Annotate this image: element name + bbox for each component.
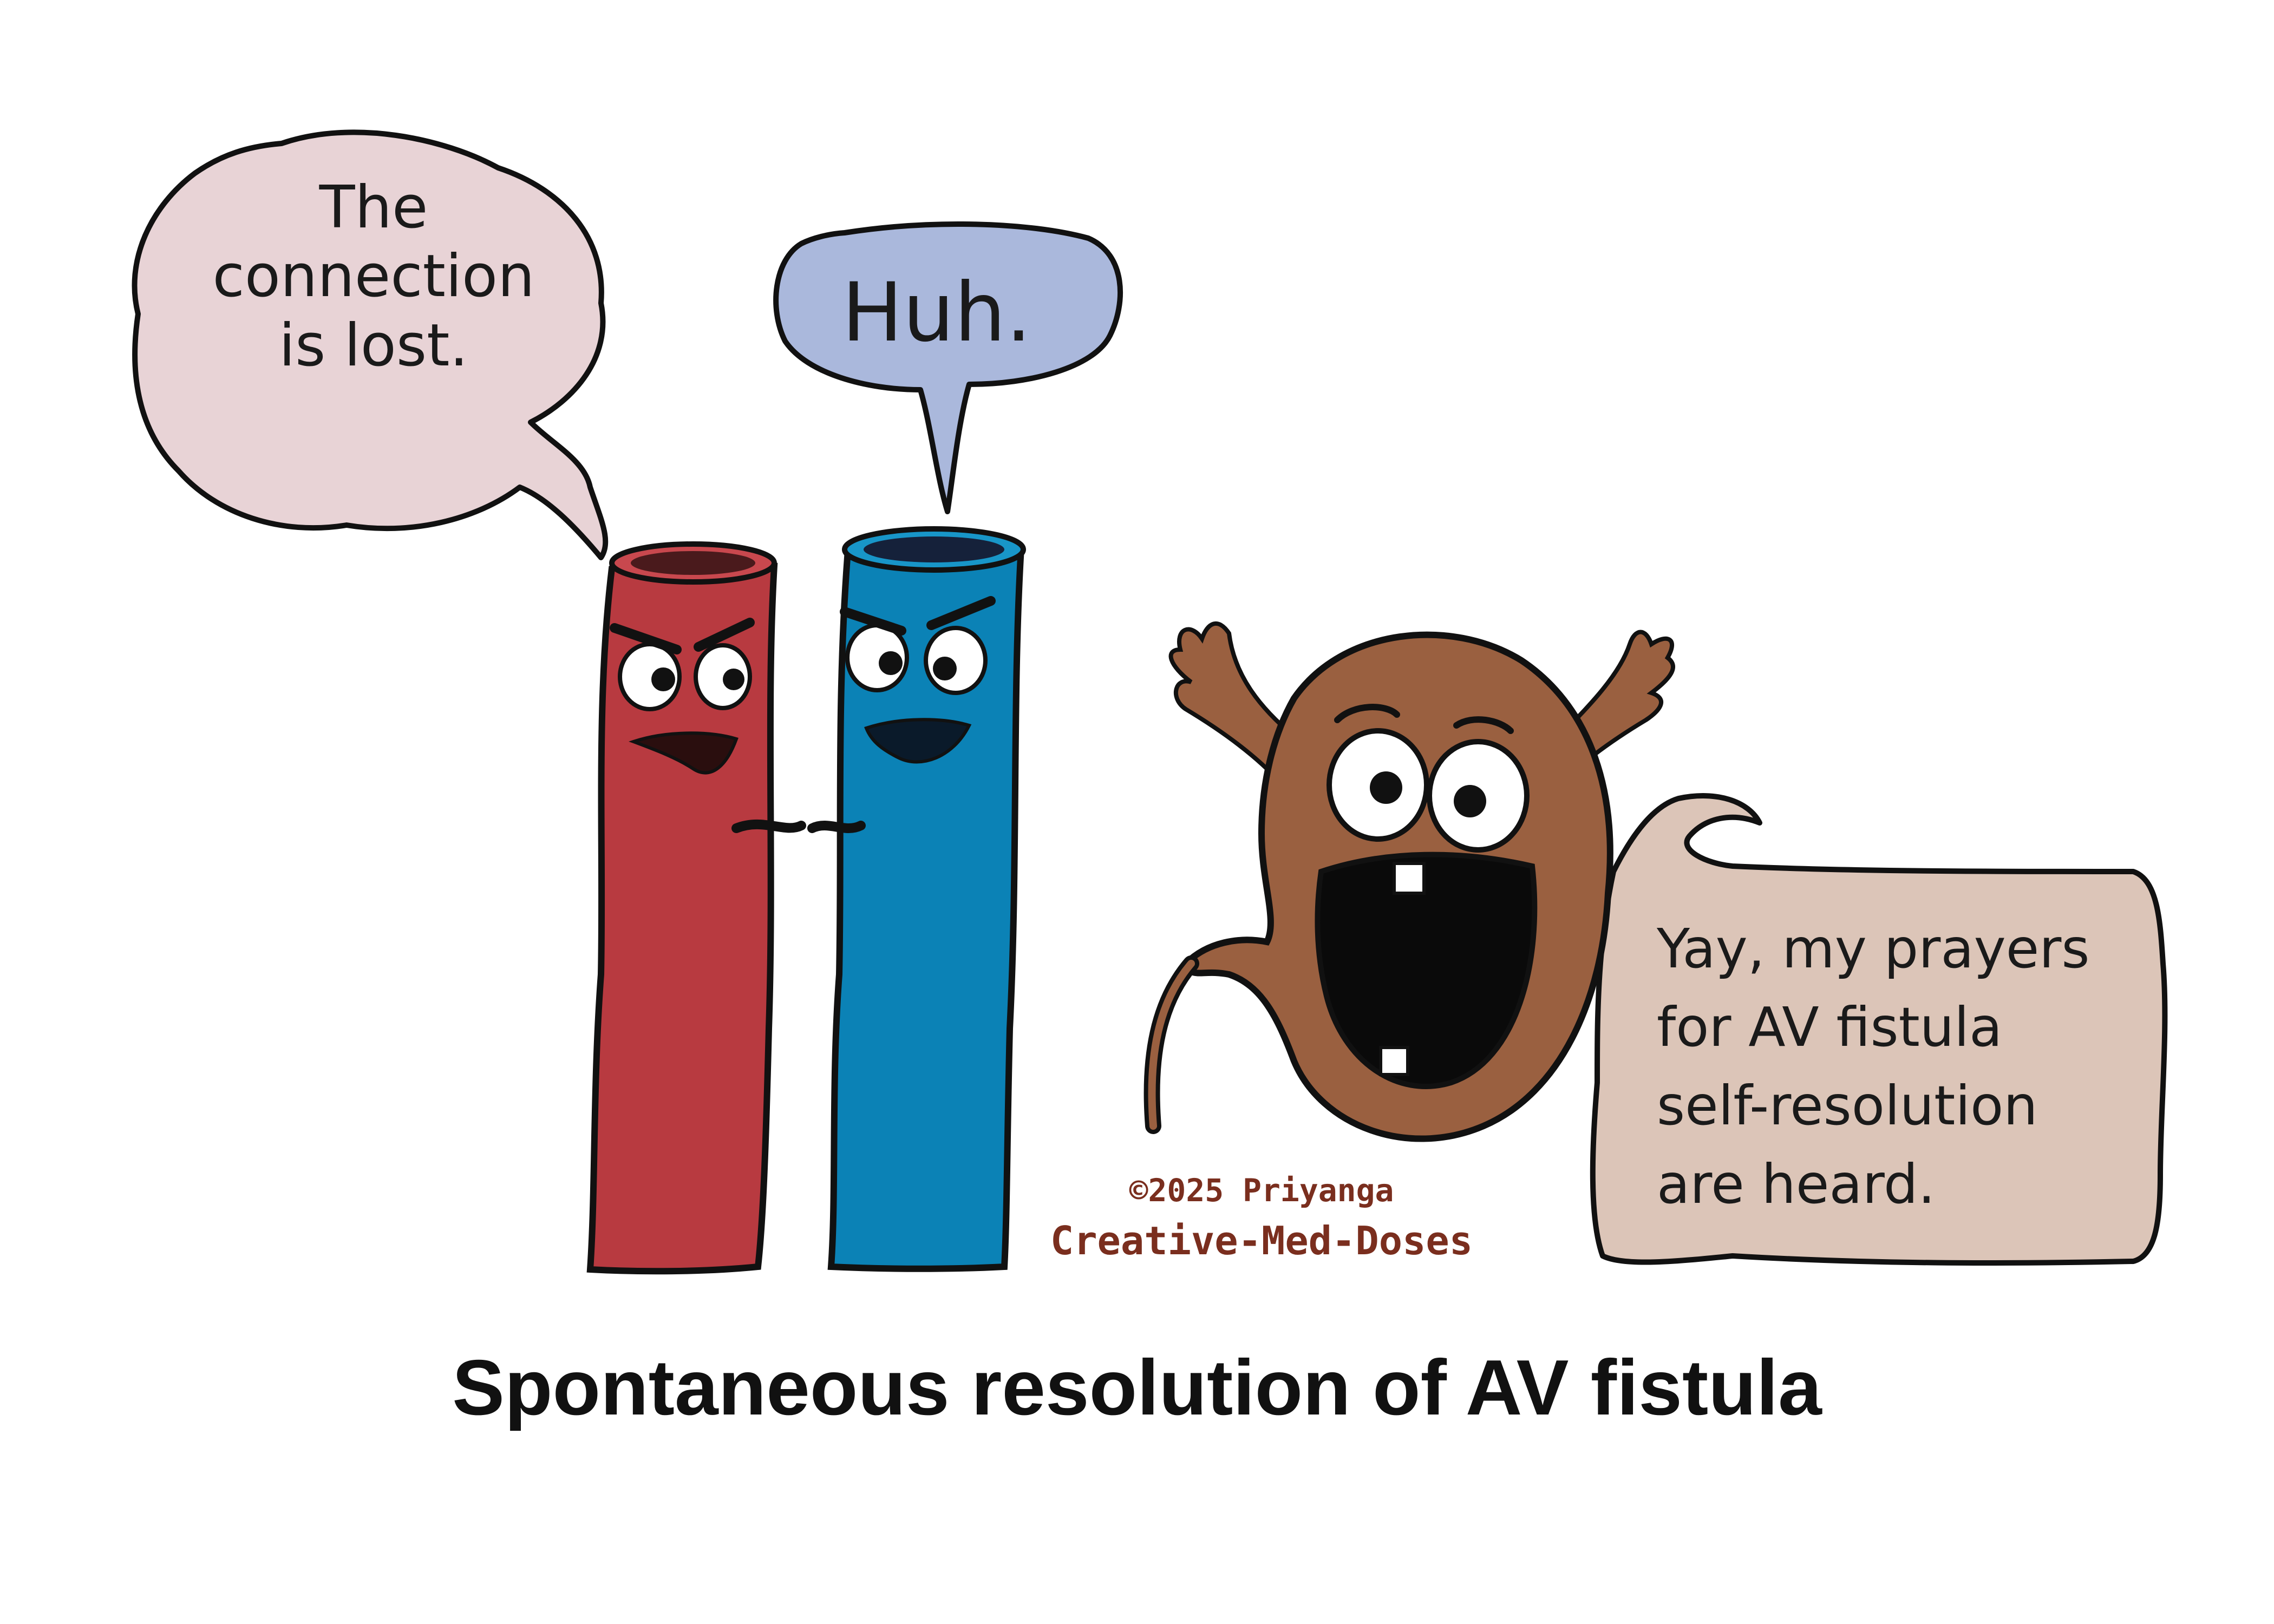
vein-bubble-line: Huh. xyxy=(841,266,1032,360)
kidney-upper-tooth xyxy=(1393,862,1426,895)
kidney-character xyxy=(1143,621,1675,1142)
vein-character xyxy=(827,526,1026,1272)
broken-connection xyxy=(731,819,866,833)
copyright-credit: ©2025 Priyanga xyxy=(1129,1172,1394,1209)
caption-title: Spontaneous resolution of AV fistula xyxy=(452,1344,1822,1431)
kidney-lower-tooth xyxy=(1379,1046,1409,1076)
artery-speech-bubble xyxy=(132,129,609,560)
artery-character xyxy=(586,541,778,1275)
vein-bubble-text: Huh. xyxy=(801,265,1072,361)
artery-mouth xyxy=(629,731,739,775)
vein-speech-bubble xyxy=(773,221,1123,514)
kidney-bubble-line: Yay, my prayers xyxy=(1657,917,2090,980)
brand-credit: Creative-Med-Doses xyxy=(1050,1218,1473,1263)
artery-bubble-line: is lost. xyxy=(279,311,468,379)
kidney-bubble-line: are heard. xyxy=(1657,1152,1936,1216)
artery-right-eye xyxy=(694,643,752,710)
kidney-bubble-text: Yay, my prayers for AV fistula self-reso… xyxy=(1657,909,2122,1223)
artery-bubble-line: connection xyxy=(212,243,535,311)
kidney-bubble-line: self-resolution xyxy=(1657,1074,2038,1137)
kidney-bubble-line: for AV fistula xyxy=(1657,996,2003,1059)
kidney-left-arm xyxy=(1168,621,1297,778)
vein-right-eye xyxy=(924,626,988,695)
kidney-mouth xyxy=(1315,852,1538,1089)
artery-bubble-line: The xyxy=(319,174,428,241)
vein-mouth xyxy=(864,718,972,764)
kidney-speech-bubble xyxy=(1590,793,2168,1266)
artery-bubble-text: The connection is lost. xyxy=(162,173,585,380)
